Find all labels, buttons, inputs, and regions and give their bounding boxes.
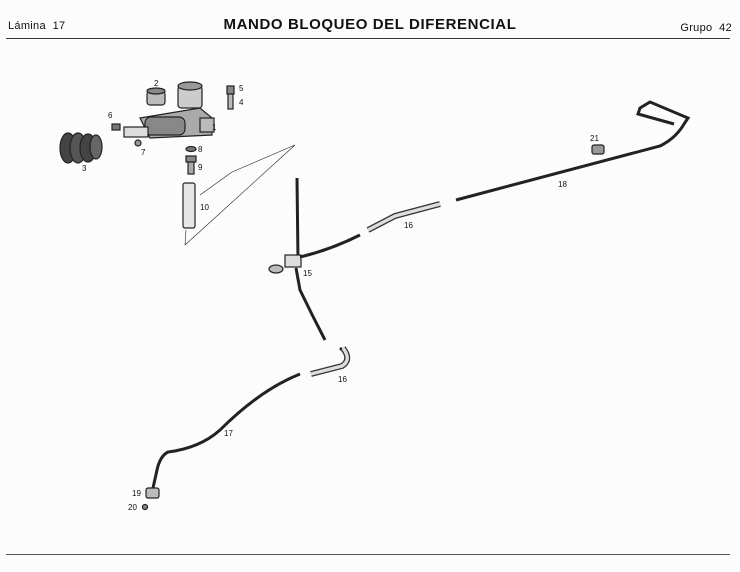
washer-part-20 — [141, 503, 149, 511]
label-part-21: 21 — [590, 134, 599, 143]
hose-part-16-upper — [366, 201, 441, 233]
label-part-5: 5 — [239, 84, 244, 93]
nut-part-19 — [145, 487, 160, 499]
label-part-1: 1 — [212, 123, 217, 132]
leader-lines — [184, 144, 296, 246]
washer-part-7 — [134, 139, 142, 147]
group-number: Grupo 42 — [680, 22, 732, 34]
rod-part-6 — [111, 123, 149, 138]
clip-part-21 — [591, 144, 605, 155]
cap-part-2 — [146, 87, 166, 106]
ring-part-8 — [185, 145, 197, 153]
bolt-part-4 — [226, 85, 235, 110]
label-part-16-upper: 16 — [404, 221, 413, 230]
label-part-3: 3 — [82, 164, 87, 173]
cylinder-part-1 — [139, 81, 215, 139]
sheet-number: Lámina 17 — [8, 20, 65, 32]
label-part-10: 10 — [200, 203, 209, 212]
label-part-17: 17 — [224, 429, 233, 438]
header-rule — [6, 38, 730, 39]
lamina-number: 17 — [52, 20, 66, 32]
label-part-19: 19 — [132, 489, 141, 498]
label-part-2: 2 — [154, 79, 159, 88]
label-part-8: 8 — [198, 145, 203, 154]
lamina-label: Lámina — [8, 20, 46, 32]
boot-part-3 — [59, 132, 103, 164]
label-part-15: 15 — [303, 269, 312, 278]
label-part-18: 18 — [558, 180, 567, 189]
sleeve-part-10 — [182, 182, 196, 229]
grupo-number: 42 — [719, 22, 732, 34]
grupo-label: Grupo — [680, 22, 713, 34]
label-part-4: 4 — [239, 98, 244, 107]
label-part-6: 6 — [108, 111, 113, 120]
label-part-20: 20 — [128, 503, 137, 512]
tee-fitting-part-15 — [268, 177, 302, 274]
footer-rule — [6, 554, 730, 555]
label-part-7: 7 — [141, 148, 146, 157]
hose-part-16-lower — [310, 346, 351, 377]
brake-line — [151, 100, 691, 489]
label-part-16-lower: 16 — [338, 375, 347, 384]
page-title: MANDO BLOQUEO DEL DIFERENCIAL — [223, 16, 517, 33]
label-part-9: 9 — [198, 163, 203, 172]
fitting-part-9 — [185, 155, 197, 175]
